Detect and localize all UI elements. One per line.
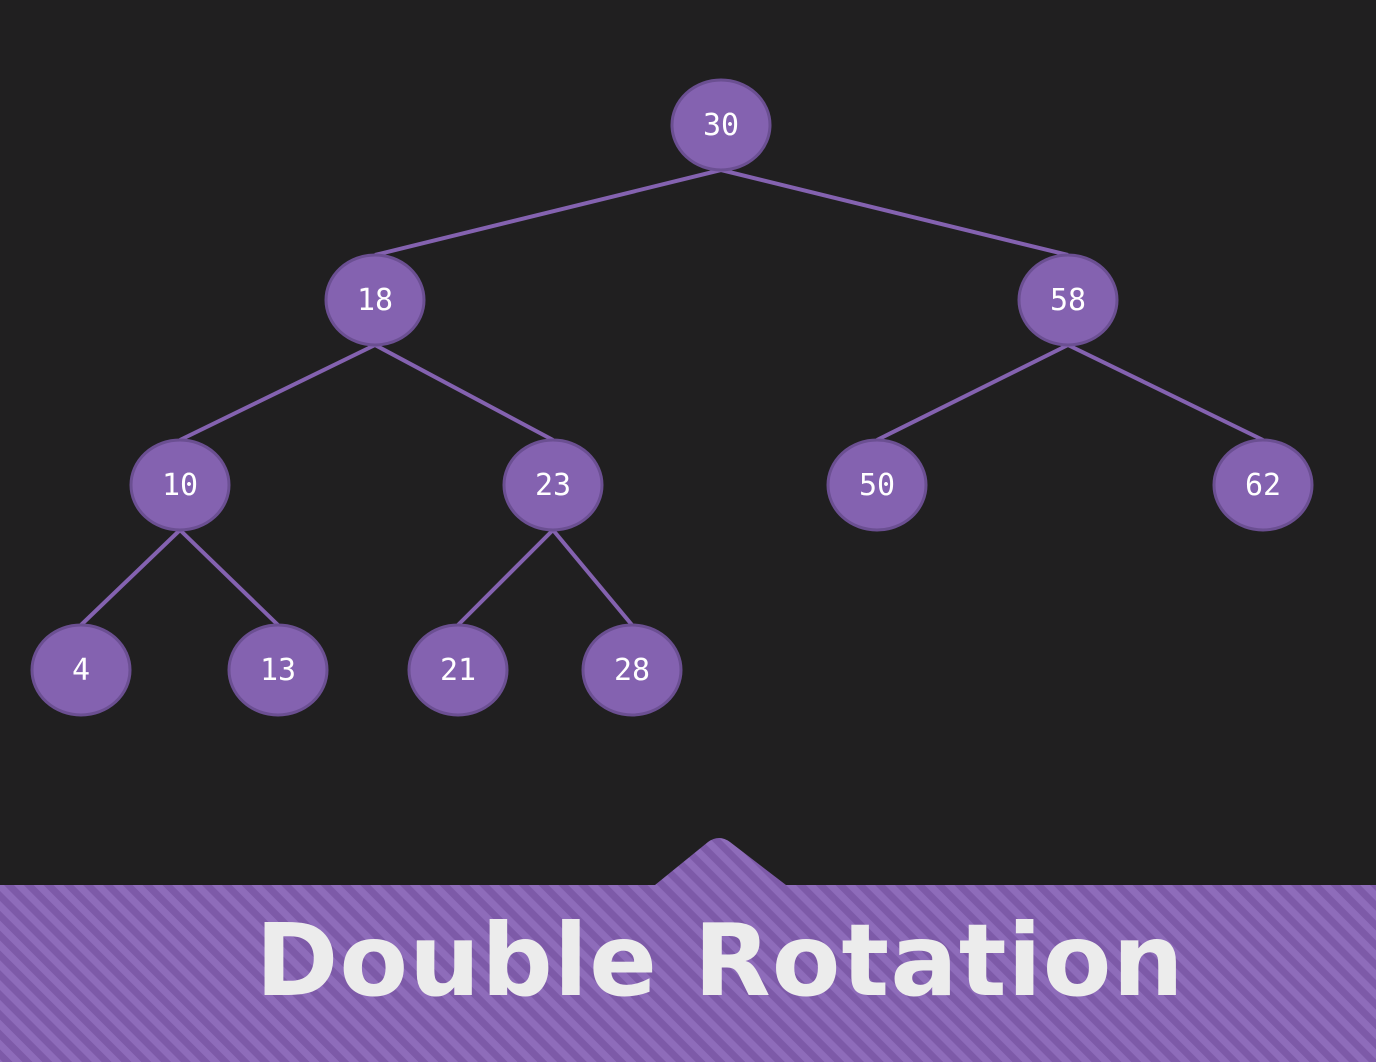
edge-30-18	[374, 168, 722, 257]
node-circle	[670, 78, 772, 172]
node-circle	[129, 438, 231, 532]
edge-58-50	[876, 343, 1069, 442]
node-circle	[502, 438, 604, 532]
node-label: 18	[357, 283, 393, 318]
tree-node-13: 13	[227, 623, 329, 717]
tree-edges	[79, 168, 1264, 627]
node-label: 13	[260, 653, 296, 688]
tree-node-18: 18	[324, 253, 426, 347]
edge-30-58	[720, 168, 1069, 257]
node-label: 62	[1245, 468, 1281, 503]
title-banner: Double Rotation	[0, 838, 1376, 1062]
node-circle	[581, 623, 683, 717]
node-label: 30	[703, 108, 739, 143]
node-label: 21	[440, 653, 476, 688]
tree-node-30: 30	[670, 78, 772, 172]
node-label: 28	[614, 653, 650, 688]
edge-10-4	[79, 528, 182, 627]
banner-title: Double Rotation	[255, 902, 1184, 1019]
node-label: 23	[535, 468, 571, 503]
node-circle	[826, 438, 928, 532]
node-label: 58	[1050, 283, 1086, 318]
banner-background	[0, 838, 1376, 1062]
tree-node-50: 50	[826, 438, 928, 532]
node-circle	[227, 623, 329, 717]
tree-node-28: 28	[581, 623, 683, 717]
tree-nodes: 30 18 58 10 23 50 62 4 13 21 28	[30, 78, 1314, 717]
node-circle	[324, 253, 426, 347]
tree-node-10: 10	[129, 438, 231, 532]
node-label: 4	[72, 653, 90, 688]
tree-node-58: 58	[1017, 253, 1119, 347]
edge-10-13	[178, 528, 280, 627]
edge-23-28	[551, 528, 634, 627]
node-label: 50	[859, 468, 895, 503]
node-label: 10	[162, 468, 198, 503]
tree-node-23: 23	[502, 438, 604, 532]
node-circle	[407, 623, 509, 717]
edge-18-10	[179, 343, 376, 442]
node-circle	[30, 623, 132, 717]
tree-node-62: 62	[1212, 438, 1314, 532]
edge-18-23	[374, 343, 554, 442]
edge-23-21	[456, 528, 555, 627]
tree-node-21: 21	[407, 623, 509, 717]
node-circle	[1212, 438, 1314, 532]
edge-58-62	[1067, 343, 1264, 442]
tree-node-4: 4	[30, 623, 132, 717]
node-circle	[1017, 253, 1119, 347]
